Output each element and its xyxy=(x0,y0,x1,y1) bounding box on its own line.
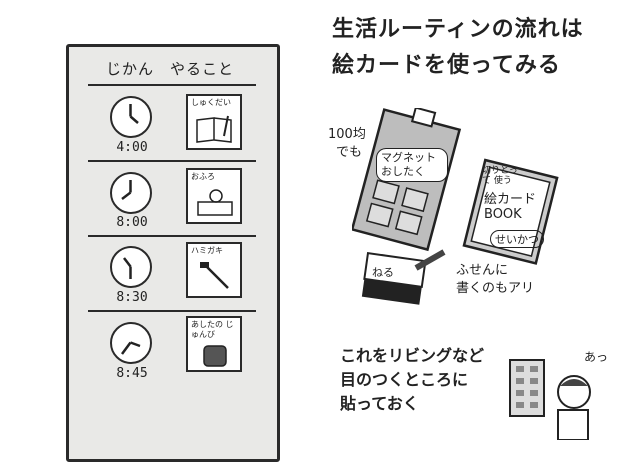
book-icon xyxy=(196,115,232,143)
prepare-card: あしたの じゅんび xyxy=(186,316,242,372)
card-label: ハミガキ xyxy=(191,246,223,255)
sticky-note: ふせんに 書くのもアリ xyxy=(456,262,534,298)
note-line: 100均 xyxy=(328,127,366,142)
toothbrush-card: ハミガキ xyxy=(186,242,242,298)
backpack-icon xyxy=(203,345,227,367)
book-subtitle: せいかつ xyxy=(490,230,544,248)
bath-icon xyxy=(197,189,233,216)
book-tag: 切りとって 使う xyxy=(482,166,518,186)
toothbrush-icon xyxy=(200,262,229,289)
card-label: しゅくだい xyxy=(191,98,231,107)
homework-card: しゅくだい xyxy=(186,94,242,150)
note-line: 目のつくところに xyxy=(340,370,469,389)
divider xyxy=(88,160,256,162)
note-line: これをリビングなど xyxy=(340,346,485,365)
note-line: ふせんに xyxy=(456,263,509,278)
person-speech: あっ xyxy=(584,350,609,364)
board-header: じかん やること xyxy=(106,60,235,78)
note-line: でも xyxy=(336,145,363,160)
clock-icon xyxy=(110,96,152,138)
sticky-notes-illustration xyxy=(361,249,446,305)
card-label: あしたの じゅんび xyxy=(191,320,234,339)
title-line: 生活ルーティンの流れは xyxy=(332,17,584,42)
placement-note: これをリビングなど 目のつくところに 貼っておく xyxy=(340,344,484,416)
wall-board-icon xyxy=(509,359,545,417)
title-line: 絵カードを使ってみる xyxy=(332,53,561,78)
row-time: 8:30 xyxy=(116,290,148,305)
divider xyxy=(88,84,256,86)
magnet-note: 100均 でも xyxy=(328,126,366,162)
row-time: 8:00 xyxy=(116,215,148,230)
note-line: 書くのもアリ xyxy=(456,281,535,296)
row-time: 8:45 xyxy=(116,366,148,381)
page-title: 生活ルーティンの流れは 絵カードを使ってみる xyxy=(332,12,584,84)
routine-board xyxy=(66,44,280,462)
row-time: 4:00 xyxy=(116,140,148,155)
clock-icon xyxy=(110,172,152,214)
clock-icon xyxy=(110,246,152,288)
person-icon xyxy=(557,375,591,440)
card-label: おふろ xyxy=(191,172,215,181)
magnet-board-illustration xyxy=(352,108,462,252)
clock-icon xyxy=(110,322,152,364)
sticky-label: ねる xyxy=(372,266,394,279)
note-line: 貼っておく xyxy=(340,394,419,413)
divider xyxy=(88,310,256,312)
divider xyxy=(88,235,256,237)
book-title: 絵カード BOOK xyxy=(484,192,537,222)
bath-card: おふろ xyxy=(186,168,242,224)
magnet-board-label: マグネット おしたく xyxy=(376,148,448,182)
